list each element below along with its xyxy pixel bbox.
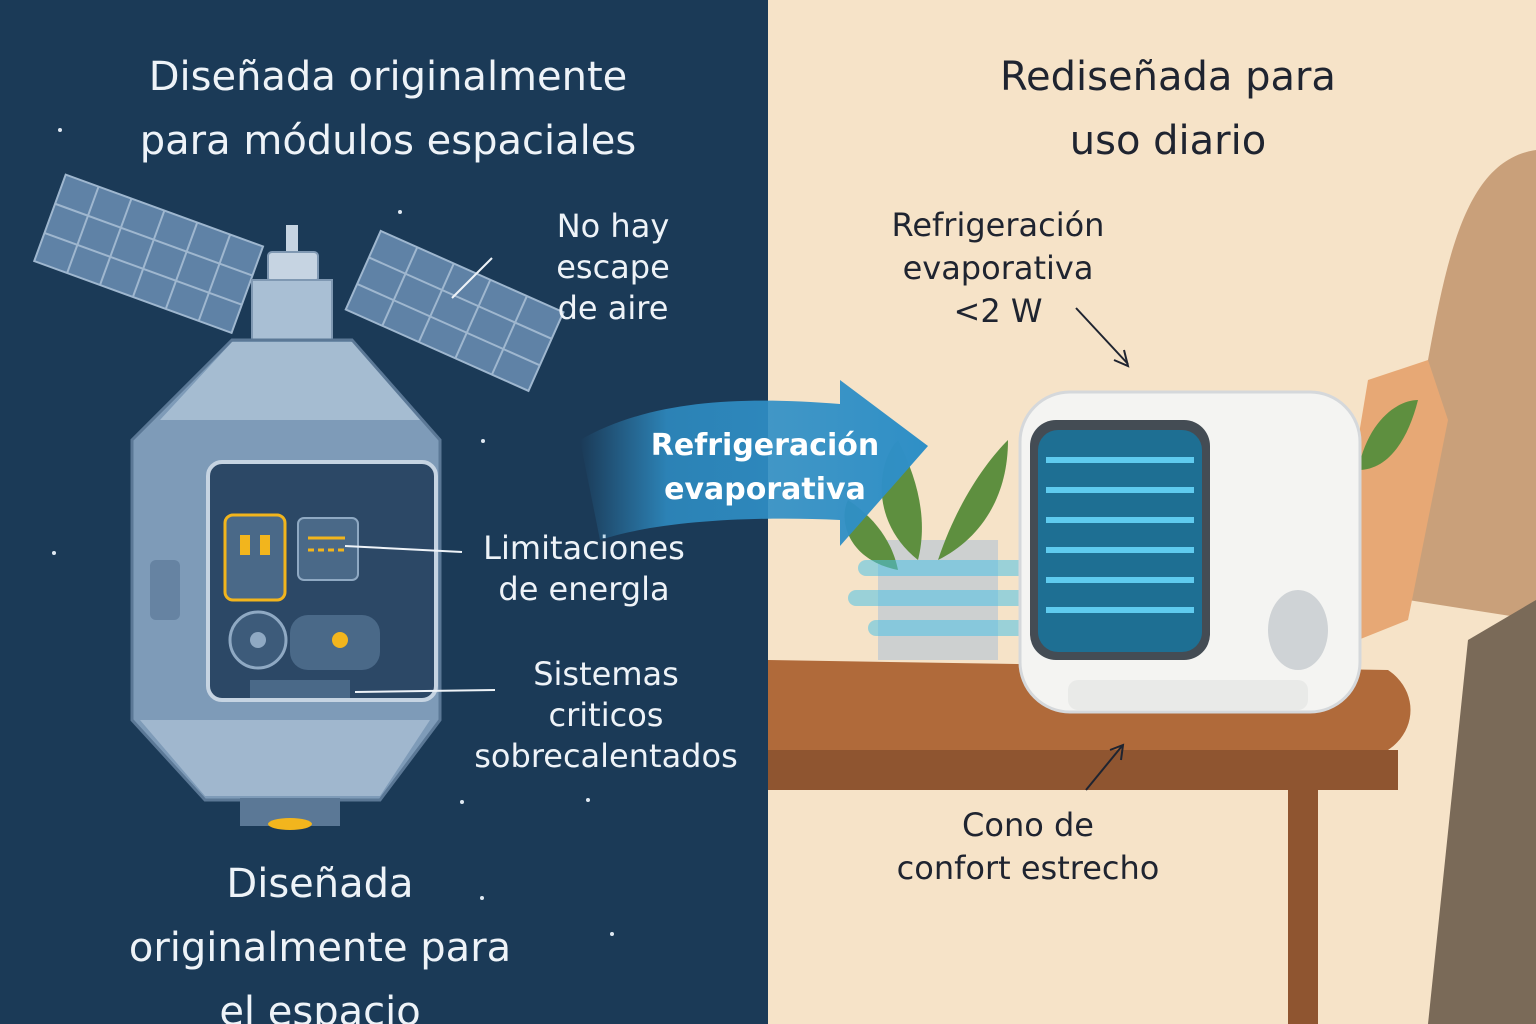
space-module-illustration: [32, 128, 614, 936]
antenna: [286, 225, 298, 255]
label-energy-limits: Limitaciones de energla: [483, 529, 685, 608]
thruster-light: [268, 818, 312, 830]
cooler-side-vent: [1268, 590, 1328, 670]
callout-lines: [344, 257, 496, 693]
left-title: Diseñada originalmente para módulos espa…: [139, 54, 637, 164]
right-title: Rediseñada para uso diario: [1000, 54, 1336, 164]
room-illustration: [768, 150, 1536, 1024]
cooler-grille: [1038, 430, 1202, 652]
callout-arrows: [1075, 307, 1130, 791]
label-overheated-systems: Sistemas criticos sobrecalentados: [474, 655, 738, 775]
left-footer-title: Diseñada originalmente para el espacio: [128, 861, 512, 1024]
label-narrow-comfort-cone: Cono de confort estrecho: [896, 806, 1160, 887]
room-panel: Rediseñada para uso diario Refrigeración…: [768, 0, 1536, 1024]
person-arm: [1338, 360, 1448, 640]
label-no-air-escape: No hay escape de aire: [556, 207, 670, 327]
arrow-label: Refrigeración evaporativa: [650, 428, 880, 507]
stars: [52, 128, 614, 936]
table-leg: [1288, 780, 1318, 1024]
solar-panel-right: [344, 229, 565, 393]
cool-air-flow: [848, 560, 1038, 636]
solar-panel-left: [32, 173, 265, 335]
label-evaporative-cooling: Refrigeración evaporativa <2 W: [891, 206, 1105, 330]
person-shirt: [1408, 150, 1536, 620]
